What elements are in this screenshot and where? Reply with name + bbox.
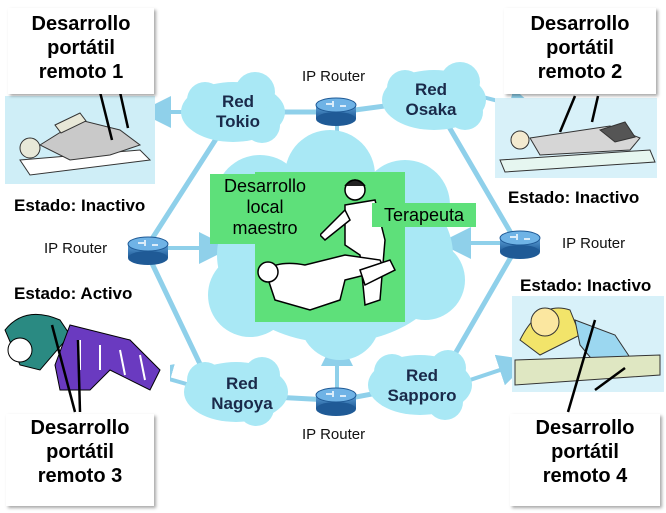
remote3-label: Desarrollo portátil remoto 3 — [6, 414, 154, 506]
pointer-remote2-a — [558, 95, 577, 133]
network-osaka: Red Osaka — [398, 80, 464, 120]
router-bottom-icon — [315, 387, 357, 416]
network-tokio: Red Tokio — [205, 92, 271, 132]
master-line3: maestro — [232, 218, 298, 238]
network-nagoya: Red Nagoya — [204, 374, 280, 414]
remote2-line1: Desarrollo — [530, 13, 630, 35]
remote3-line3: remoto 3 — [37, 465, 123, 487]
network-sapporo-line2: Sapporo — [387, 386, 457, 405]
remote4-label: Desarrollo portátil remoto 4 — [510, 414, 660, 506]
router-top-icon — [315, 97, 357, 126]
therapist-label: Terapeuta — [372, 203, 476, 227]
remote3-status: Estado: Activo — [14, 284, 133, 303]
pointer-lines — [50, 91, 626, 413]
pointer-remote4-a — [566, 319, 597, 413]
cloud-nagoya — [184, 357, 288, 426]
remote2-label: Desarrollo portátil remoto 2 — [504, 8, 656, 94]
pointer-remote3-b — [76, 339, 82, 413]
network-sapporo-line1: Red — [405, 366, 439, 385]
network-nagoya-line2: Nagoya — [211, 394, 273, 413]
remote4-line2: portátil — [551, 441, 619, 463]
remote2-line2: portátil — [546, 37, 614, 59]
router-top-label: IP Router — [302, 68, 366, 85]
remote1-line2: portátil — [47, 37, 115, 59]
router-right-icon — [499, 230, 541, 259]
remote1-label: Desarrollo portátil remoto 1 — [8, 8, 154, 94]
remote3-line2: portátil — [46, 441, 114, 463]
cloud-sapporo — [368, 350, 472, 420]
remote2-illustration — [495, 98, 657, 178]
router-left-label: IP Router — [44, 240, 108, 257]
network-tokio-line2: Tokio — [215, 112, 261, 131]
master-line1: Desarrollo — [223, 176, 307, 196]
link-osaka-router-right — [442, 117, 518, 243]
router-left-icon — [127, 236, 169, 265]
network-osaka-line1: Red — [414, 80, 448, 99]
remote3-line1: Desarrollo — [30, 417, 130, 439]
remote2-line3: remoto 2 — [537, 61, 623, 83]
pointer-remote3-a — [50, 324, 77, 413]
remote4-line1: Desarrollo — [535, 417, 635, 439]
remote1-line3: remoto 1 — [38, 61, 124, 83]
network-osaka-line2: Osaka — [405, 100, 457, 119]
arrow-sapporo-remote4 — [469, 354, 531, 386]
pointer-remote1-a — [98, 91, 114, 141]
network-nagoya-line1: Red — [225, 374, 259, 393]
remote3-illustration — [0, 308, 170, 400]
master-line2: local — [246, 197, 284, 217]
router-bottom-label: IP Router — [302, 426, 366, 443]
remote4-status: Estado: Inactivo — [520, 276, 652, 295]
network-tokio-line1: Red — [221, 92, 255, 111]
remote4-line3: remoto 4 — [542, 465, 628, 487]
router-right-label: IP Router — [562, 235, 626, 252]
network-sapporo: Red Sapporo — [382, 366, 462, 406]
cloud-osaka — [382, 62, 486, 130]
master-label: Desarrollo local maestro — [210, 174, 320, 244]
pointer-remote4-b — [594, 366, 626, 392]
link-tokio-router-left — [145, 122, 228, 248]
pointer-remote1-b — [118, 91, 130, 129]
pointer-remote2-b — [590, 95, 600, 123]
cloud-tokio — [181, 72, 285, 143]
remote2-status: Estado: Inactivo — [508, 188, 640, 207]
remote1-line1: Desarrollo — [31, 13, 131, 35]
remote1-illustration — [5, 96, 155, 184]
remote1-status: Estado: Inactivo — [14, 196, 146, 215]
